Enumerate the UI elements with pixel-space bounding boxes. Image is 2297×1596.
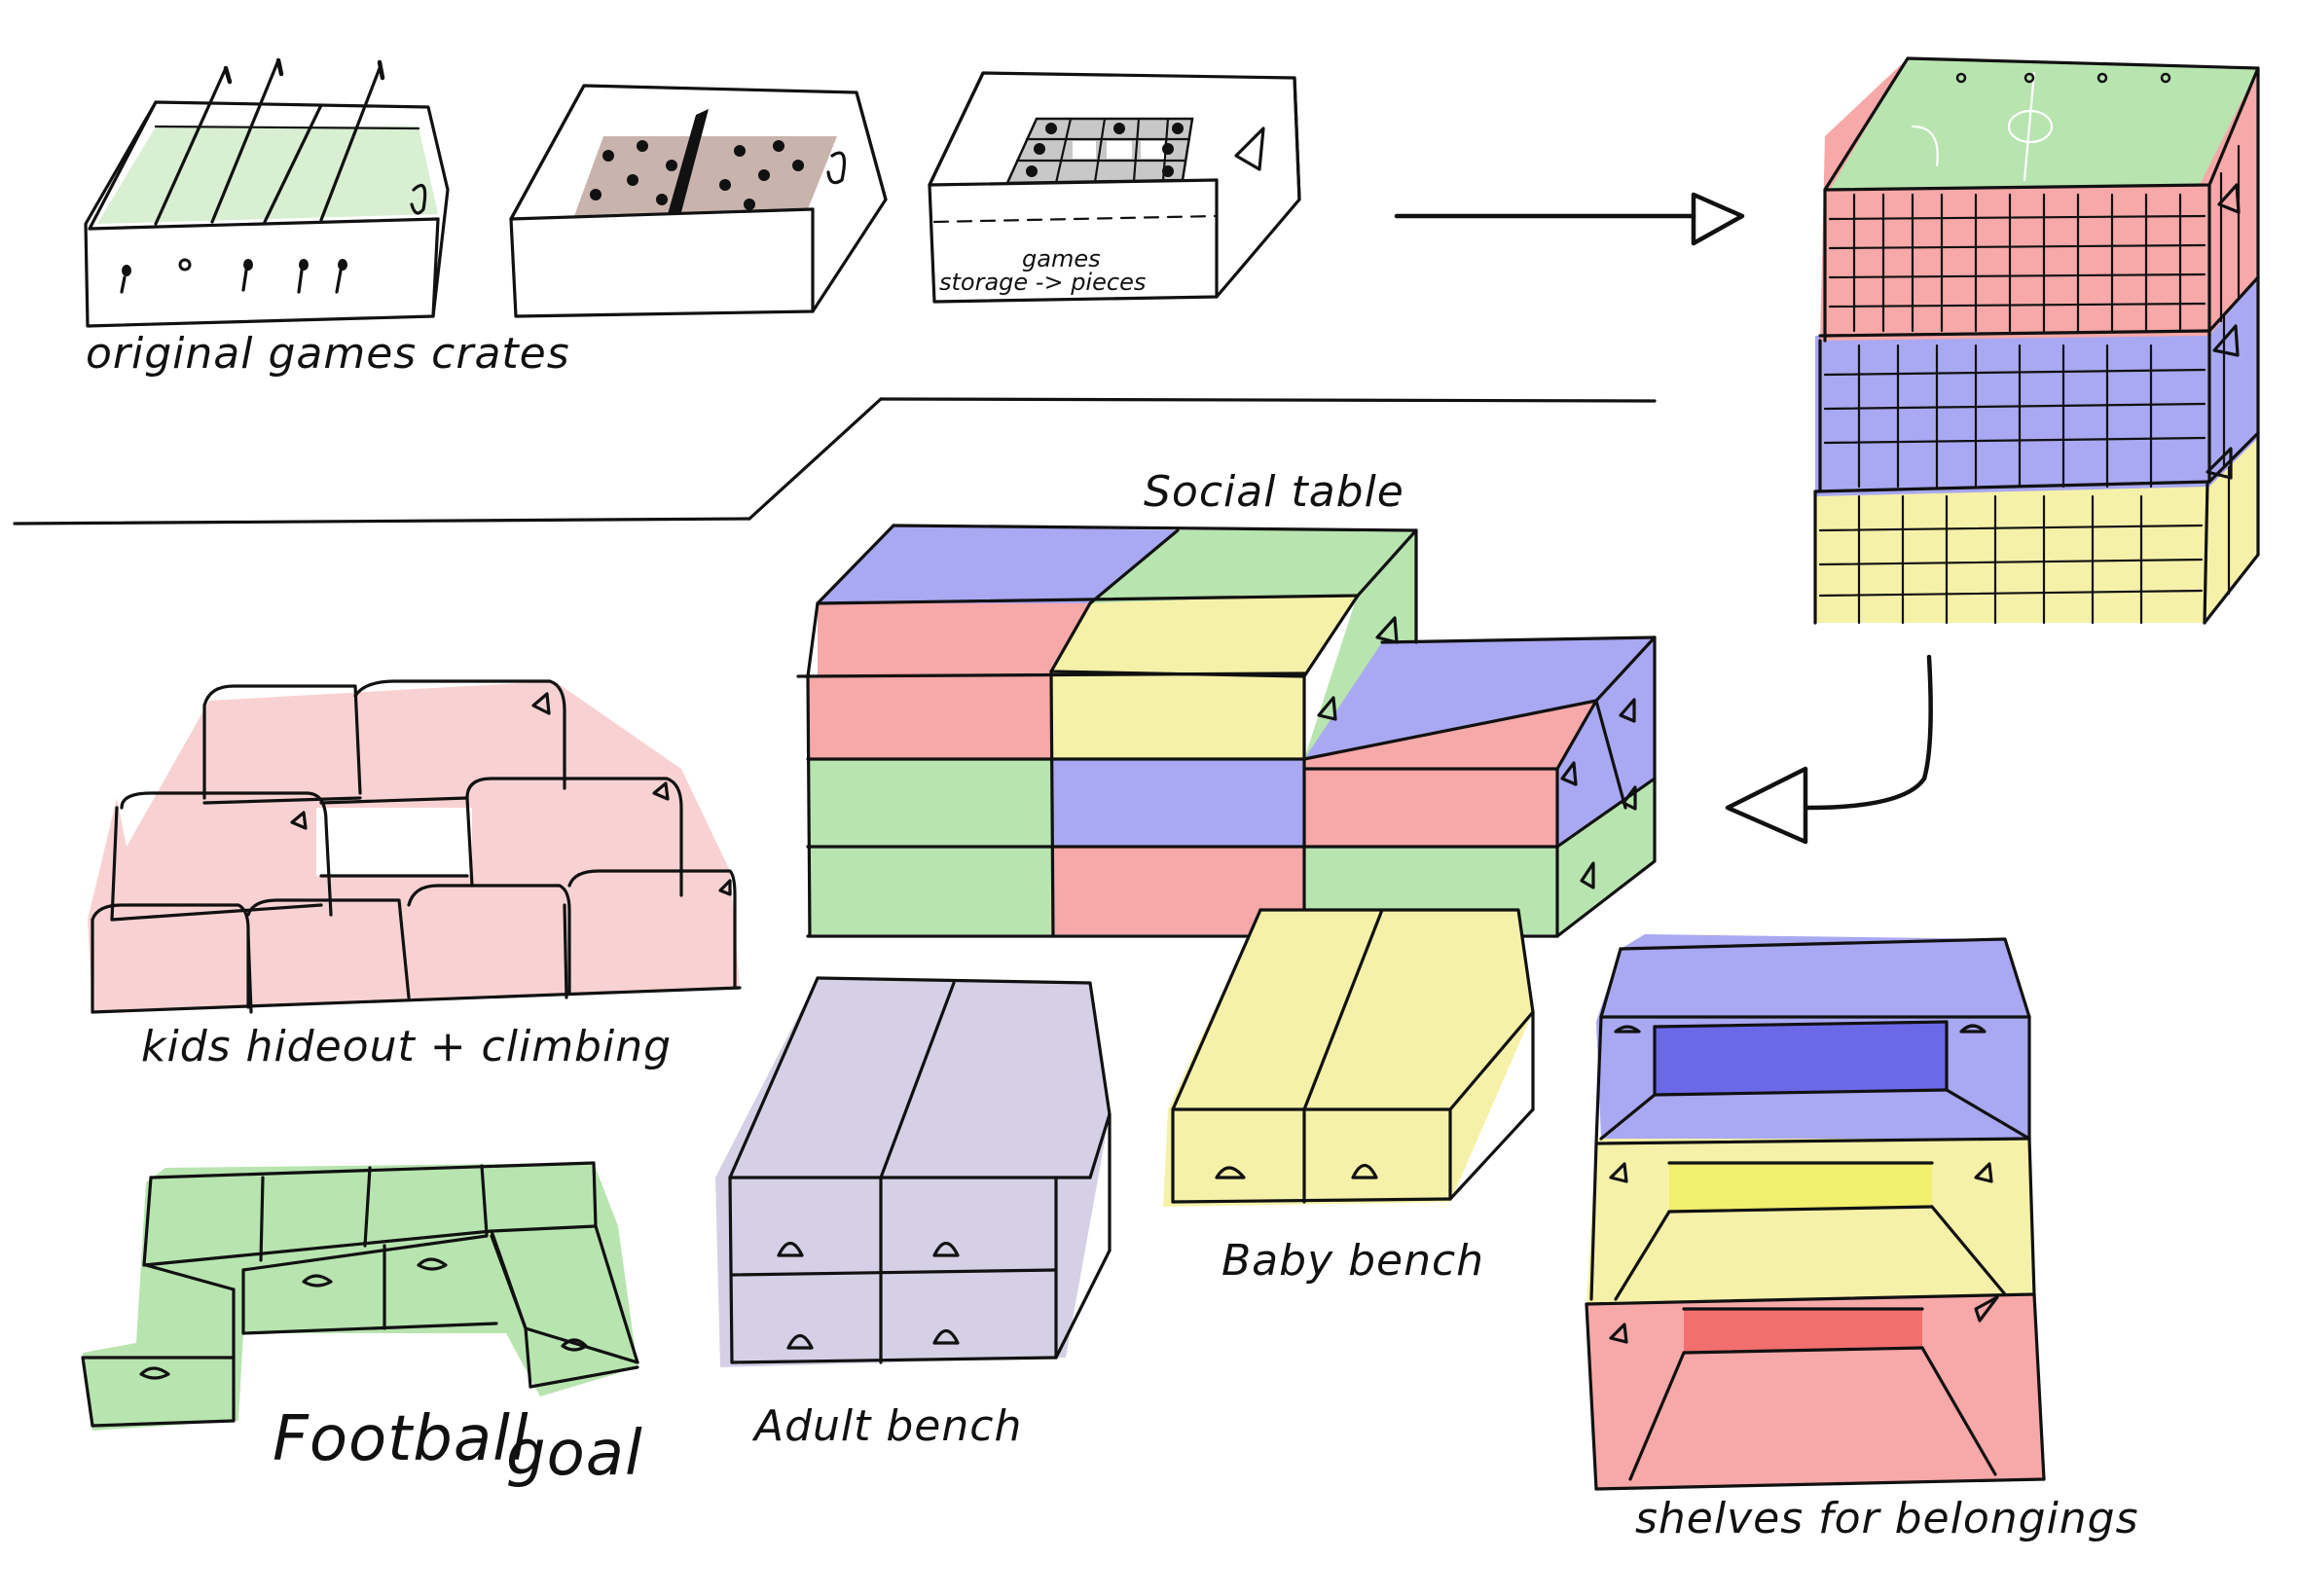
board-dots — [590, 140, 804, 210]
original-crates-group: games storage -> pieces original games c… — [84, 57, 1301, 379]
shelves-label: shelves for belongings — [1635, 1494, 2139, 1543]
shelves: shelves for belongings — [1585, 934, 2139, 1543]
shelf-back-blue — [1655, 1022, 1947, 1095]
board-crate — [509, 84, 888, 318]
adult-bench: Adult bench — [715, 976, 1112, 1451]
arrow-right — [1394, 192, 1745, 246]
football-goal-label-2: goal — [506, 1418, 643, 1490]
crate-grid-yellow — [1818, 465, 2231, 625]
original-crates-label: original games crates — [86, 329, 570, 379]
divider-bar — [668, 109, 709, 214]
social-table-label: Social table — [1144, 467, 1404, 517]
games-storage-label-2: storage -> pieces — [939, 269, 1146, 296]
foosball-crate — [84, 57, 450, 328]
baby-bench: Baby bench — [1163, 908, 1535, 1286]
games-storage-label-1: games — [1022, 245, 1101, 272]
foosball-handles — [120, 258, 347, 294]
section-divider — [13, 397, 1657, 526]
football-goal: Football goal — [81, 1161, 643, 1490]
foosball-field — [97, 127, 438, 224]
shelf-back-yellow — [1669, 1163, 1932, 1212]
checkerboard — [1005, 117, 1194, 185]
storage-crate: games storage -> pieces — [928, 71, 1301, 304]
baby-bench-label: Baby bench — [1221, 1236, 1484, 1286]
shelf-back-red — [1684, 1309, 1922, 1353]
kids-hideout: kids hideout + climbing — [88, 679, 742, 1071]
arrow-down-left — [1725, 654, 1933, 845]
crate-grid-red — [1828, 144, 2241, 333]
crate-grid-blue — [1823, 314, 2226, 489]
kids-hideout-label: kids hideout + climbing — [141, 1022, 672, 1071]
adult-bench-label: Adult bench — [751, 1401, 1022, 1451]
social-table: Social table — [796, 467, 1657, 938]
football-goal-label-1: Football — [273, 1403, 529, 1475]
stacked-crates — [1813, 56, 2260, 625]
board-surface — [574, 136, 837, 216]
hideout-opening — [316, 808, 472, 876]
